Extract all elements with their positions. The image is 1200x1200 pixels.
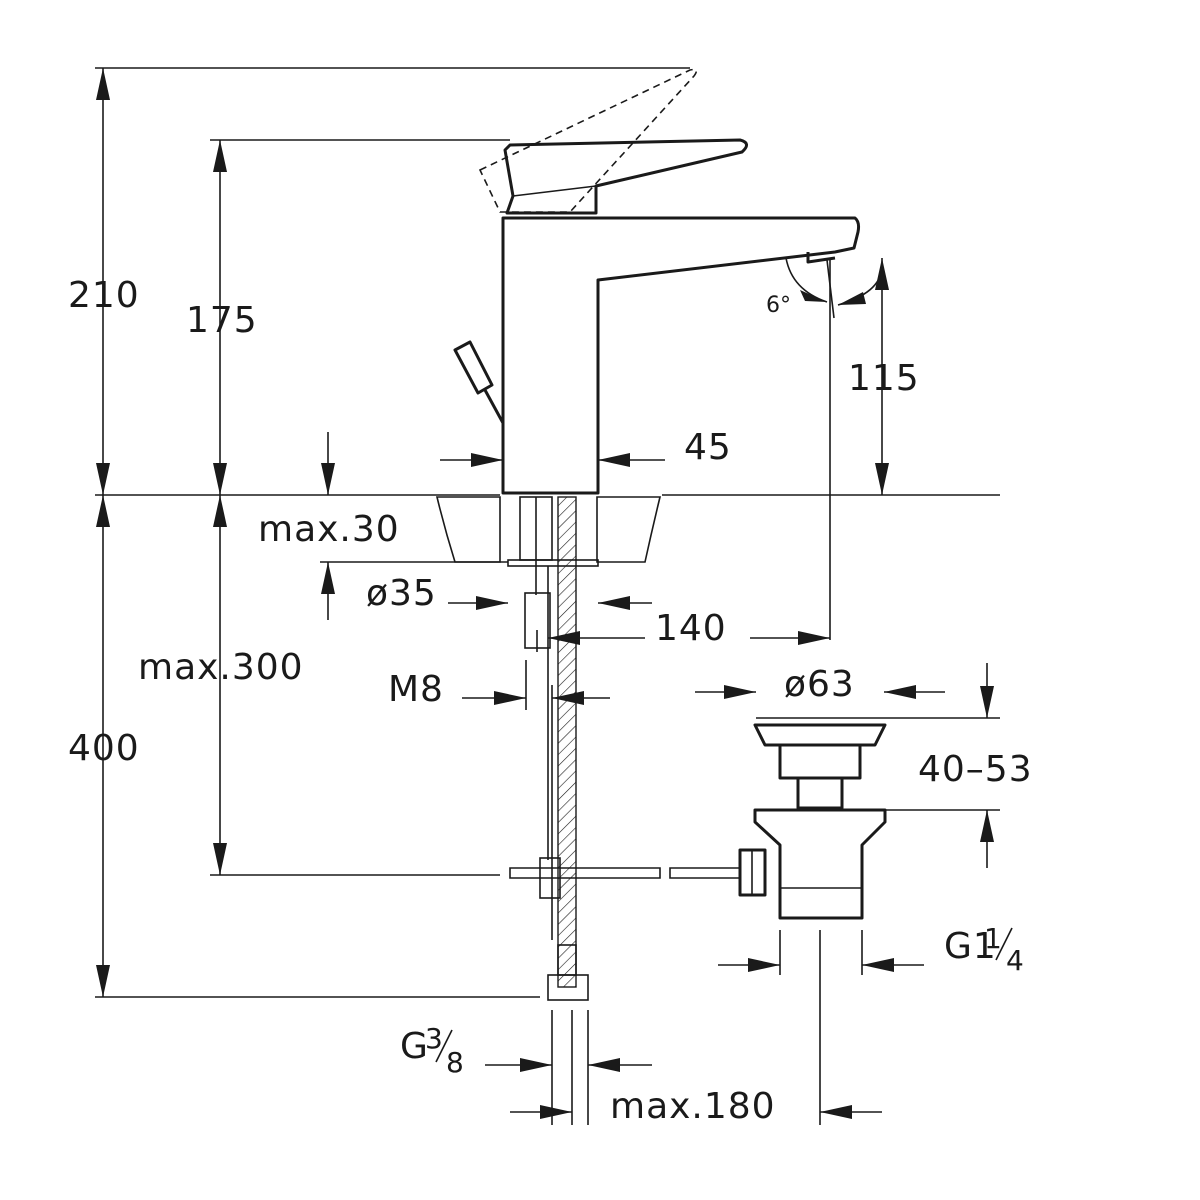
svg-text:G1: G1 bbox=[944, 926, 997, 967]
drain-assembly bbox=[738, 723, 887, 920]
label-45: 45 bbox=[684, 427, 732, 468]
label-m8: M8 bbox=[388, 669, 444, 710]
label-40-53: 40–53 bbox=[918, 749, 1033, 790]
label-dia63: ø63 bbox=[784, 664, 855, 705]
label-angle: 6° bbox=[766, 293, 791, 318]
svg-text:1: 1 bbox=[984, 922, 1002, 955]
svg-text:3: 3 bbox=[425, 1022, 443, 1055]
dimension-labels: 210 175 115 45 6° max.30 max.300 400 ø35… bbox=[68, 275, 1033, 1127]
label-max30: max.30 bbox=[258, 509, 400, 550]
svg-text:4: 4 bbox=[1006, 944, 1024, 977]
label-max300: max.300 bbox=[138, 647, 304, 688]
label-140: 140 bbox=[655, 608, 727, 649]
label-115: 115 bbox=[848, 358, 920, 399]
label-400: 400 bbox=[68, 728, 140, 769]
faucet-body bbox=[453, 68, 861, 495]
label-g1-1-4: G1 1 4 bbox=[944, 922, 1024, 977]
label-g3-8: G 3 8 bbox=[400, 1022, 464, 1079]
label-175: 175 bbox=[186, 300, 258, 341]
dimension-lines bbox=[96, 68, 994, 1119]
svg-text:8: 8 bbox=[446, 1046, 464, 1079]
reference-lines bbox=[95, 67, 1000, 1125]
label-210: 210 bbox=[68, 275, 140, 316]
under-counter-assembly bbox=[507, 496, 741, 1001]
label-dia35: ø35 bbox=[366, 573, 437, 614]
countertop bbox=[95, 494, 1000, 563]
label-max180: max.180 bbox=[610, 1086, 776, 1127]
svg-text:G: G bbox=[400, 1026, 429, 1067]
